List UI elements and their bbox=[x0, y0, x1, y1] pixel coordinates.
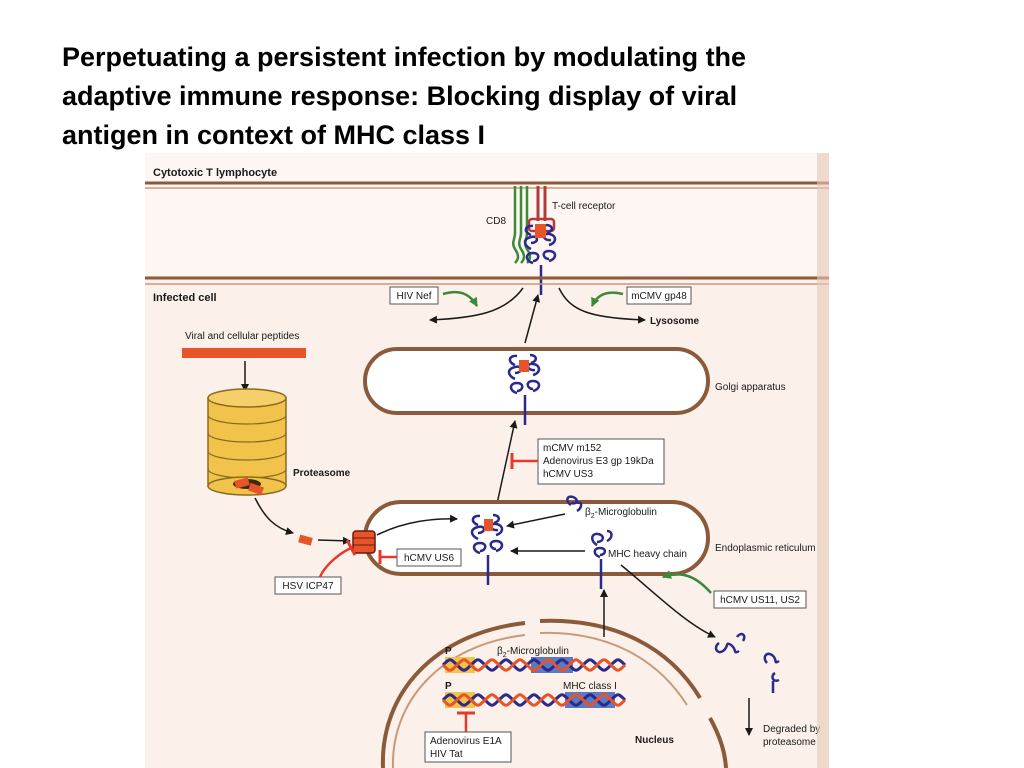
degraded-line-2: proteasome bbox=[763, 737, 816, 748]
golgi-inhibitors-box bbox=[537, 438, 665, 485]
gp48-lysosome-arrow bbox=[558, 287, 646, 324]
hcmv-us6-label: hCMV US6 bbox=[404, 553, 454, 564]
hcmv-us3-label: hCMV US3 bbox=[543, 469, 593, 480]
b2m-gene-label: β2-Microglobulin bbox=[497, 646, 569, 659]
nucleus-label: Nucleus bbox=[635, 735, 674, 746]
mhc-heavy-chain bbox=[591, 529, 613, 589]
er-to-golgi-arrow bbox=[494, 420, 518, 514]
er-label: Endoplasmic reticulum bbox=[715, 543, 816, 554]
cd8-label: CD8 bbox=[486, 216, 506, 227]
tap-transporter bbox=[352, 530, 376, 554]
infected-cell-label: Infected cell bbox=[153, 292, 217, 304]
viral-peptide-bar bbox=[182, 348, 306, 358]
slide-title: Perpetuating a persistent infection by m… bbox=[62, 38, 962, 155]
mhc-gene-label: MHC class I bbox=[563, 681, 617, 692]
hiv-nef-arrow bbox=[442, 290, 479, 307]
fragment-to-tap-arrow bbox=[317, 536, 351, 545]
title-line-1: Perpetuating a persistent infection by m… bbox=[62, 42, 747, 72]
b2m-er-protein bbox=[566, 495, 583, 513]
hsv-icp47-label: HSV ICP47 bbox=[282, 581, 334, 592]
hiv-nef-label: HIV Nef bbox=[396, 291, 431, 302]
b2m-er-label: β2-Microglobulin bbox=[585, 507, 657, 520]
mcmv-gp48-label: mCMV gp48 bbox=[631, 291, 687, 302]
us11-arrow bbox=[662, 570, 712, 594]
peptide-fragment-1 bbox=[298, 534, 313, 546]
mhc-gene-dna bbox=[441, 692, 627, 708]
degraded-protein-2 bbox=[763, 652, 780, 693]
mhc-heavy-label: MHC heavy chain bbox=[608, 549, 687, 560]
proteasome-output-arrow bbox=[254, 497, 294, 535]
degraded-line-1: Degraded by bbox=[763, 724, 820, 735]
b2m-gene-dna bbox=[441, 657, 627, 673]
icp47-inhibition-line bbox=[318, 546, 352, 578]
nef-lysosome-arrow bbox=[429, 287, 524, 324]
adenovirus-e1a-label: Adenovirus E1A bbox=[430, 736, 502, 747]
er-loaded-mhc bbox=[470, 513, 504, 587]
adenovirus-e3-label: Adenovirus E3 gp 19kDa bbox=[543, 456, 654, 467]
title-line-3: antigen in context of MHC class I bbox=[62, 120, 486, 150]
gp48-arrow bbox=[590, 291, 624, 307]
peptides-label: Viral and cellular peptides bbox=[185, 331, 299, 342]
ctl-label: Cytotoxic T lymphocyte bbox=[153, 167, 277, 179]
ctl-panel bbox=[145, 153, 829, 275]
nuclear-envelope bbox=[380, 618, 728, 768]
mcmv-gp48-box bbox=[626, 286, 692, 305]
mhc-promoter-label: P bbox=[445, 681, 452, 692]
retrotranslocation-arrow bbox=[620, 564, 716, 638]
nucleus-inhibitors-box bbox=[424, 731, 512, 763]
hsv-icp47-box bbox=[274, 576, 342, 595]
golgi-mhc bbox=[507, 353, 541, 427]
degraded-protein-1 bbox=[714, 632, 746, 654]
proteasome-label: Proteasome bbox=[293, 468, 351, 479]
tcr-label: T-cell receptor bbox=[552, 201, 616, 212]
page-edge bbox=[817, 153, 829, 768]
icp47-inhibition-bar bbox=[345, 539, 357, 556]
surface-mhc bbox=[523, 223, 557, 297]
golgi-to-surface-arrow bbox=[524, 294, 541, 344]
proteasome bbox=[207, 388, 287, 496]
tap-to-mhc-arrow bbox=[376, 514, 458, 536]
cd8-coreceptor bbox=[511, 186, 532, 264]
title-line-2: adaptive immune response: Blocking displ… bbox=[62, 81, 738, 111]
b2m-promoter-label: P bbox=[445, 646, 452, 657]
b2m-join-arrow bbox=[506, 513, 566, 529]
hcmv-us11-label: hCMV US11, US2 bbox=[720, 595, 800, 606]
hiv-nef-box bbox=[389, 286, 439, 305]
mhc-pathway-figure: Cytotoxic T lymphocyte CD8 T-cell recept… bbox=[145, 153, 829, 768]
hcmv-us11-box bbox=[713, 590, 807, 609]
golgi-label: Golgi apparatus bbox=[715, 382, 786, 393]
hiv-tat-label: HIV Tat bbox=[430, 749, 463, 760]
mcmv-m152-label: mCMV m152 bbox=[543, 443, 602, 454]
lysosome-label: Lysosome bbox=[650, 316, 700, 327]
